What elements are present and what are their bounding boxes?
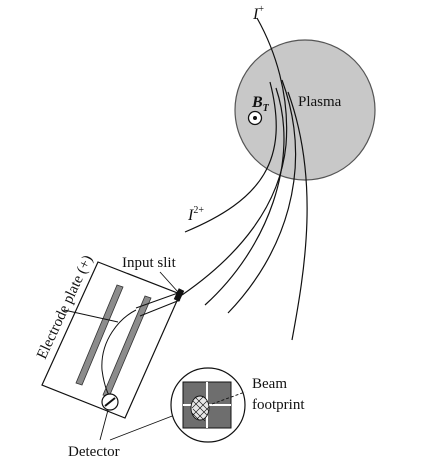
beam-channel-lower: [139, 299, 181, 317]
trajectory-main: [181, 17, 288, 296]
detector-inset: [170, 367, 246, 443]
leader-detector: [99, 409, 109, 441]
beam-footprint-icon: [190, 395, 210, 422]
magnetic-field-dot-icon: [247, 110, 263, 126]
label-detector: Detector: [68, 444, 120, 460]
label-plasma: Plasma: [298, 94, 342, 110]
plasma-disk: [234, 39, 376, 181]
electrode-plate-1: [75, 284, 124, 386]
detector-icon: [101, 393, 119, 411]
label-magnetic-field: BT: [251, 94, 270, 114]
label-ion-plus: I+: [252, 4, 264, 23]
trajectory-4: [287, 91, 308, 341]
leader-input-slit: [159, 271, 179, 293]
trajectory-1: [204, 87, 285, 306]
trajectory-3: [184, 81, 277, 233]
label-input-slit: Input slit: [122, 255, 177, 271]
leader-electrode-plate: [63, 309, 119, 323]
leader-beam-footprint: [211, 391, 246, 405]
trajectory-2: [227, 79, 297, 314]
ion-trajectories: [181, 17, 308, 341]
label-footprint: footprint: [252, 397, 305, 413]
label-beam: Beam: [252, 376, 287, 392]
leader-detector-inset: [109, 412, 181, 441]
input-slit: [173, 288, 185, 302]
label-ion-double: I2+: [187, 205, 204, 224]
beam-channel-upper: [135, 292, 179, 309]
